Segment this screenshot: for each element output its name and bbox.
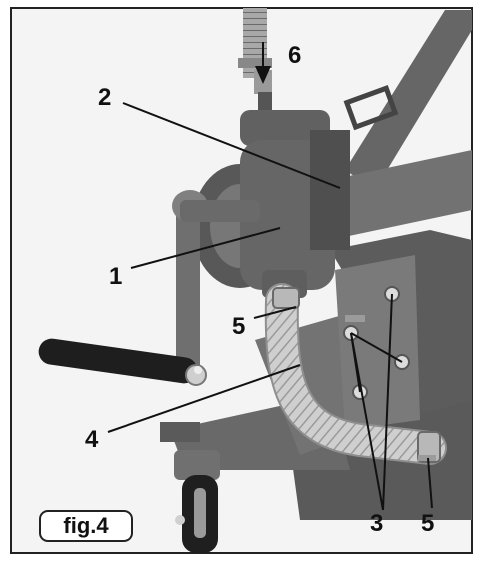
leader-line-5-upper bbox=[253, 306, 297, 319]
caster-wheel bbox=[160, 422, 220, 553]
callout-5-lower: 5 bbox=[421, 510, 435, 537]
figure-label: fig.4 bbox=[39, 510, 133, 542]
photo-details bbox=[194, 315, 436, 461]
arrow-6 bbox=[255, 42, 271, 84]
callout-2: 2 bbox=[98, 84, 112, 111]
mounting-plate bbox=[335, 255, 420, 430]
leader-line-3d bbox=[350, 332, 361, 393]
callout-3: 3 bbox=[370, 510, 384, 537]
callout-4: 4 bbox=[85, 426, 99, 453]
callout-1: 1 bbox=[109, 263, 123, 290]
outlet-hose bbox=[264, 283, 447, 465]
leader-line-3a bbox=[382, 293, 393, 511]
leader-line-1 bbox=[130, 227, 281, 269]
callout-6: 6 bbox=[288, 42, 302, 69]
leader-line-2 bbox=[122, 102, 341, 189]
crank-handle bbox=[38, 190, 260, 386]
callout-5-upper: 5 bbox=[232, 313, 246, 340]
leader-line-5-lower bbox=[427, 457, 433, 509]
leader-line-3c bbox=[350, 332, 403, 363]
leader-line-4 bbox=[107, 364, 301, 433]
leader-lines bbox=[107, 102, 433, 511]
